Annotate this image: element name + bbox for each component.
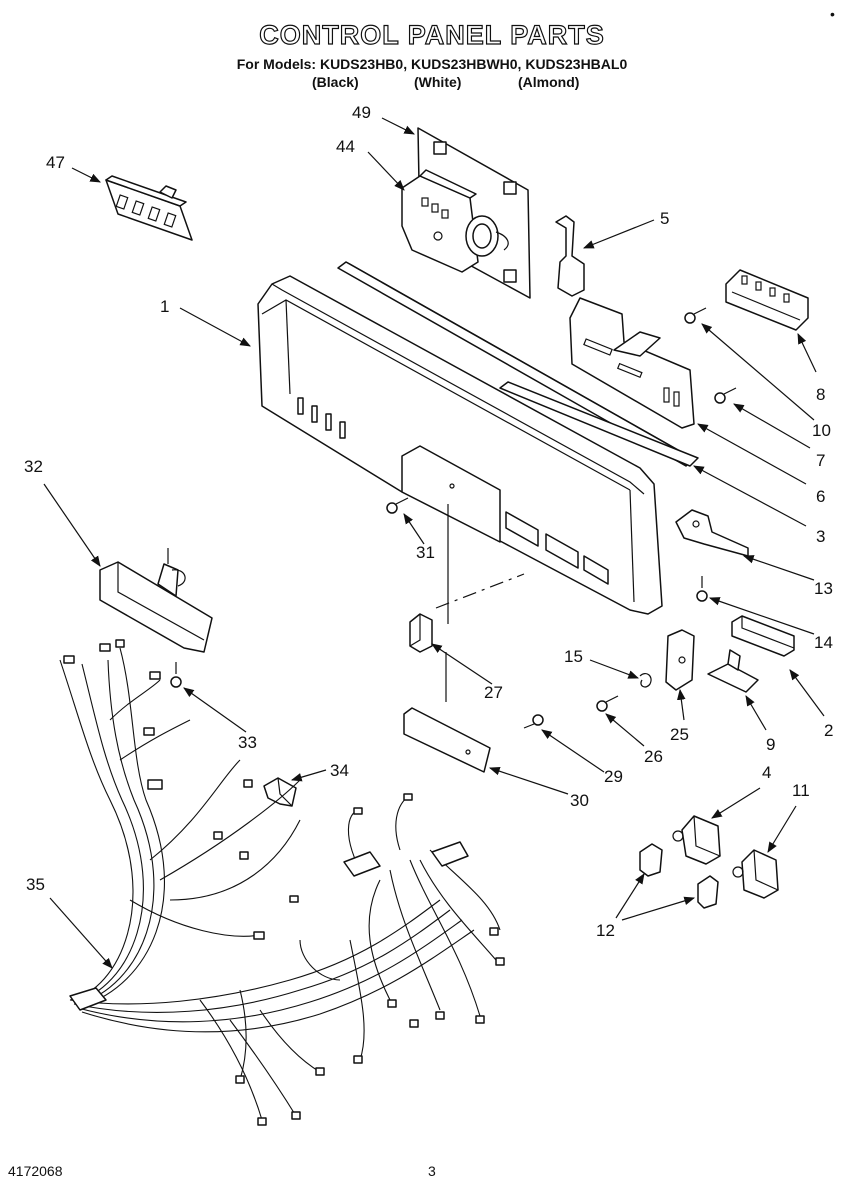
part-32-handle <box>99 548 213 653</box>
color-white: (White) <box>414 74 462 90</box>
color-black: (Black) <box>312 74 359 90</box>
part-34-connector <box>263 777 297 807</box>
callout-33: 33 <box>238 733 257 752</box>
callout-11: 11 <box>792 781 810 800</box>
callout-3: 3 <box>816 527 825 546</box>
part-30-strip <box>403 707 491 773</box>
part-11-switch <box>732 849 779 899</box>
callout-27: 27 <box>484 683 503 702</box>
part-49-insulation <box>417 127 531 299</box>
callout-7: 7 <box>816 451 825 470</box>
callout-9: 9 <box>766 735 775 754</box>
screw-parts <box>170 307 737 729</box>
callout-8: 8 <box>816 385 825 404</box>
part-47-indicator-lens <box>105 175 193 241</box>
document-number: 4172068 <box>8 1163 63 1179</box>
callout-5: 5 <box>660 209 669 228</box>
part-15-clip <box>639 672 652 688</box>
callout-4: 4 <box>762 763 771 782</box>
callout-44: 44 <box>336 137 355 156</box>
alignment-lines <box>435 504 525 702</box>
part-1-console <box>257 275 663 615</box>
callout-labels: 47 49 44 5 1 8 10 7 6 3 31 13 14 15 2 25… <box>24 103 833 940</box>
callout-leaders <box>43 117 825 969</box>
callout-25: 25 <box>670 725 689 744</box>
callout-29: 29 <box>604 767 623 786</box>
color-almond: (Almond) <box>518 74 580 90</box>
callout-12: 12 <box>596 921 615 940</box>
part-7-control-bracket <box>569 297 695 429</box>
part-5-bracket <box>555 215 585 297</box>
callout-31: 31 <box>416 543 435 562</box>
callout-47: 47 <box>46 153 65 172</box>
part-25-bracket <box>665 629 695 691</box>
callout-15: 15 <box>564 647 583 666</box>
part-6-trim-strip <box>499 381 699 467</box>
part-8-terminal-block <box>725 269 809 331</box>
callout-1: 1 <box>160 297 169 316</box>
callout-49: 49 <box>352 103 371 122</box>
callout-34: 34 <box>330 761 349 780</box>
callout-14: 14 <box>814 633 833 652</box>
part-2-bar <box>731 615 795 657</box>
page-title: CONTROL PANEL PARTS <box>259 19 605 50</box>
part-4-switch <box>672 815 721 865</box>
callout-6: 6 <box>816 487 825 506</box>
models-line: For Models: KUDS23HB0, KUDS23HBWH0, KUDS… <box>236 56 628 72</box>
callout-32: 32 <box>24 457 43 476</box>
callout-10: 10 <box>812 421 831 440</box>
callout-30: 30 <box>570 791 589 810</box>
callout-26: 26 <box>644 747 663 766</box>
part-27-button <box>409 613 433 653</box>
part-12-switch-caps <box>639 843 719 909</box>
page-number: 3 <box>428 1163 436 1179</box>
callout-2: 2 <box>824 721 833 740</box>
callout-13: 13 <box>814 579 833 598</box>
callout-35: 35 <box>26 875 45 894</box>
corner-mark: • <box>830 6 835 22</box>
part-35-wire-harness <box>59 639 505 1126</box>
part-44-timer <box>401 169 509 273</box>
part-13-lever <box>675 509 749 557</box>
part-9-plate <box>707 649 759 693</box>
